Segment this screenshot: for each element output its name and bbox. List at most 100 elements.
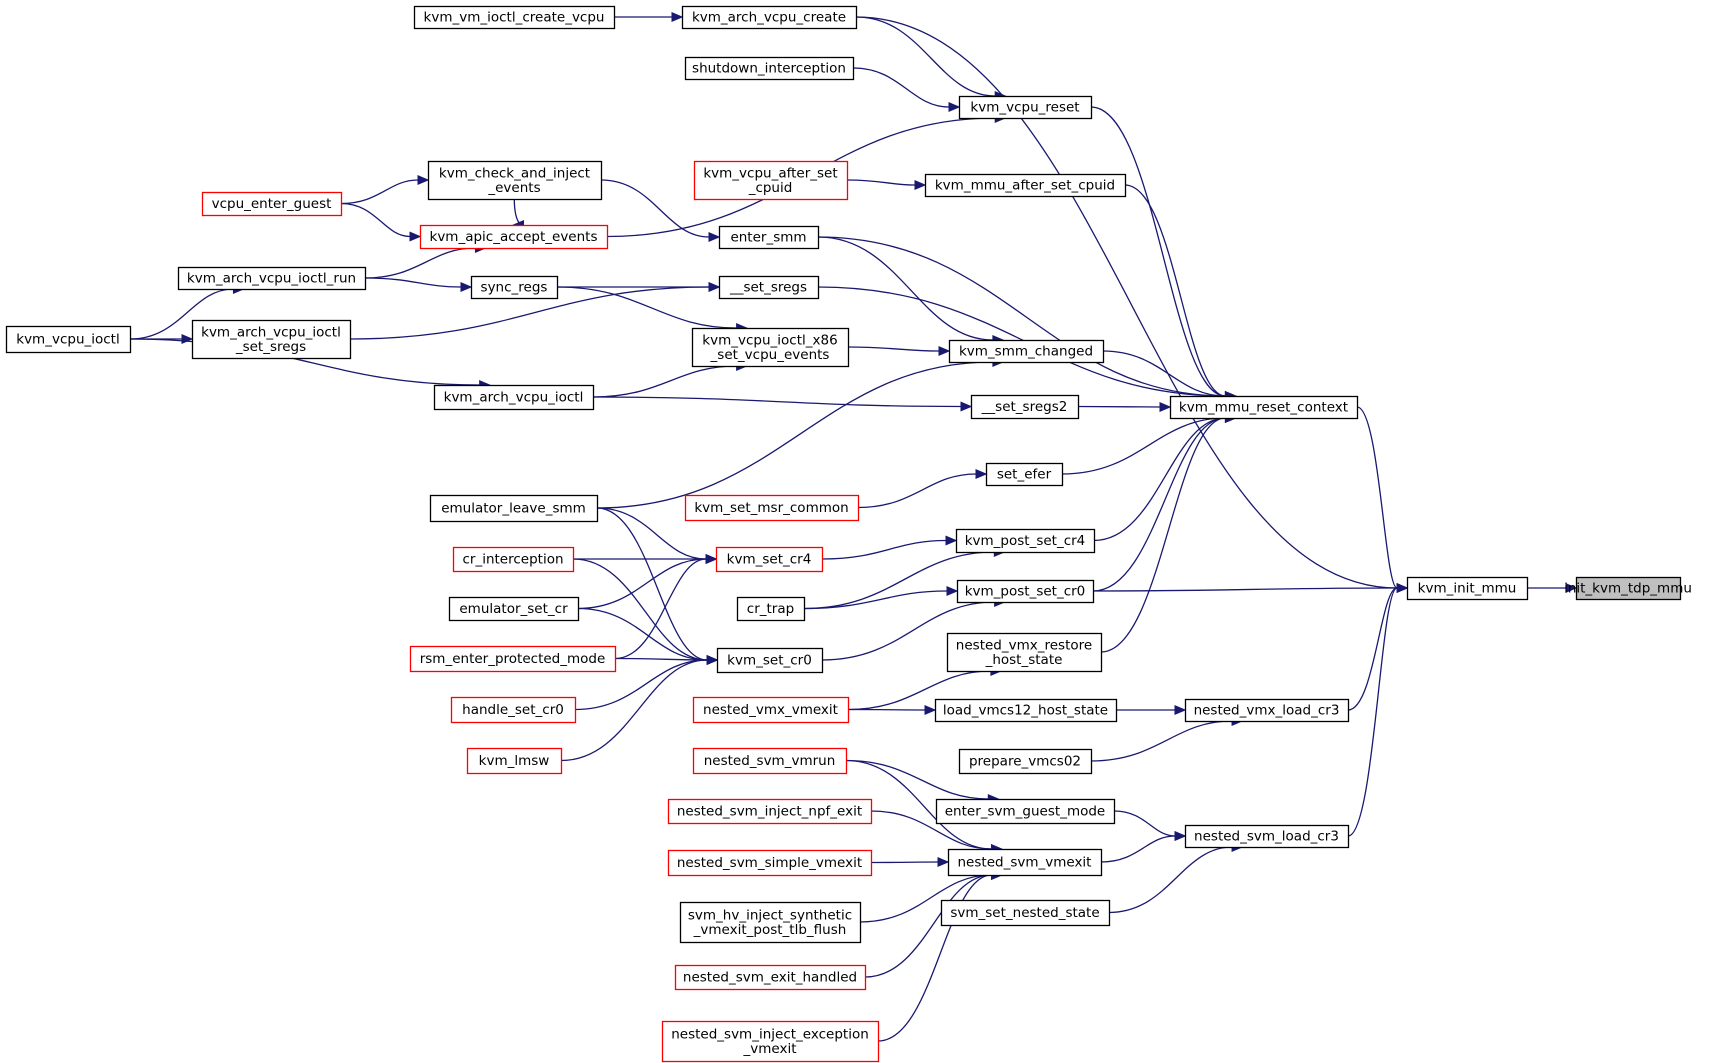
function-node-nested-vmx-restore-host-state[interactable]: nested_vmx_restore_host_state xyxy=(946,632,1103,673)
function-node-load-vmcs12-host-state[interactable]: load_vmcs12_host_state xyxy=(934,698,1118,723)
function-node-kvm-mmu-reset-context[interactable]: kvm_mmu_reset_context xyxy=(1169,395,1359,420)
function-node-kvm-set-cr4[interactable]: kvm_set_cr4 xyxy=(715,546,824,573)
edge-line xyxy=(1100,835,1176,863)
node-box xyxy=(736,596,806,622)
function-node-kvm-init-mmu[interactable]: kvm_init_mmu xyxy=(1406,576,1529,601)
node-box xyxy=(947,848,1103,877)
function-node-kvm-mmu-after-set-cpuid[interactable]: kvm_mmu_after_set_cpuid xyxy=(924,173,1127,198)
function-node-init-kvm-tdp-mmu[interactable]: init_kvm_tdp_mmu xyxy=(1564,576,1692,601)
function-node-shutdown-interception[interactable]: shutdown_interception xyxy=(684,56,855,81)
function-node-svm-set-nested-state[interactable]: svm_set_nested_state xyxy=(940,899,1111,927)
function-node-kvm-arch-vcpu-ioctl[interactable]: kvm_arch_vcpu_ioctl xyxy=(433,384,595,411)
edge-line xyxy=(1347,587,1398,837)
call-edge-n4-n2 xyxy=(1356,406,1409,593)
function-node-nested-svm-simple-vmexit[interactable]: nested_svm_simple_vmexit xyxy=(667,849,873,877)
node-label: nested_svm_vmrun xyxy=(704,753,836,769)
function-node-kvm-smm-changed[interactable]: kvm_smm_changed xyxy=(948,339,1105,364)
function-node-handle-set-cr0[interactable]: handle_set_cr0 xyxy=(450,696,577,724)
function-node-kvm-lmsw[interactable]: kvm_lmsw xyxy=(466,747,563,775)
call-edge-n45-n7 xyxy=(1108,842,1244,914)
function-node-kvm-post-set-cr4[interactable]: kvm_post_set_cr4 xyxy=(955,528,1096,554)
function-node-kvm-arch-vcpu-ioctl-run[interactable]: kvm_arch_vcpu_ioctl_run xyxy=(177,266,367,291)
function-node-kvm-check-and-inject-events[interactable]: kvm_check_and_inject_events xyxy=(427,160,603,201)
call-edge-n5-n4 xyxy=(1092,413,1237,592)
edge-line xyxy=(1061,417,1226,475)
node-label: svm_hv_inject_synthetic xyxy=(688,907,852,923)
function-node-set-sregs2[interactable]: __set_sregs2 xyxy=(970,394,1080,420)
node-box xyxy=(427,160,603,201)
function-node-cr-trap[interactable]: cr_trap xyxy=(736,596,806,622)
function-node-rsm-enter-protected-mode[interactable]: rsm_enter_protected_mode xyxy=(409,645,617,673)
function-node-vcpu-enter-guest[interactable]: vcpu_enter_guest xyxy=(201,191,343,217)
edge-line xyxy=(574,659,708,711)
function-node-kvm-set-msr-common[interactable]: kvm_set_msr_common xyxy=(684,494,860,522)
function-node-kvm-arch-vcpu-ioctl-set-sregs[interactable]: kvm_arch_vcpu_ioctl_set_sregs xyxy=(191,319,352,360)
function-node-enter-smm[interactable]: enter_smm xyxy=(718,225,820,250)
function-node-nested-vmx-vmexit[interactable]: nested_vmx_vmexit xyxy=(692,696,850,724)
node-label: kvm_arch_vcpu_ioctl_run xyxy=(187,271,356,287)
node-box xyxy=(1575,576,1682,601)
function-node-kvm-vcpu-ioctl-x86-set-vcpu-events[interactable]: kvm_vcpu_ioctl_x86_set_vcpu_events xyxy=(691,327,850,368)
node-label: enter_smm xyxy=(730,230,806,246)
function-node-kvm-arch-vcpu-create[interactable]: kvm_arch_vcpu_create xyxy=(681,5,858,30)
function-node-svm-hv-inject-synthetic-vmexit-post-tlb-flush[interactable]: svm_hv_inject_synthetic_vmexit_post_tlb_… xyxy=(679,901,862,944)
function-node-kvm-set-cr0[interactable]: kvm_set_cr0 xyxy=(716,647,824,674)
node-label: kvm_vcpu_ioctl_x86 xyxy=(702,332,837,348)
node-box xyxy=(667,849,873,877)
function-node-nested-svm-vmrun[interactable]: nested_svm_vmrun xyxy=(692,747,848,775)
edge-line xyxy=(845,759,989,800)
arrowhead-icon xyxy=(1174,705,1187,715)
node-box xyxy=(1169,395,1359,420)
node-label: kvm_arch_vcpu_create xyxy=(692,10,846,26)
edge-line xyxy=(1090,106,1226,397)
node-label: kvm_smm_changed xyxy=(959,344,1093,360)
function-node-nested-svm-inject-exception-vmexit[interactable]: nested_svm_inject_exception_vmexit xyxy=(661,1020,880,1063)
function-node-nested-svm-exit-handled[interactable]: nested_svm_exit_handled xyxy=(674,964,867,991)
call-edge-n12-n18 xyxy=(600,179,721,242)
node-label: nested_vmx_restore xyxy=(956,637,1092,653)
function-node-enter-svm-guest-mode[interactable]: enter_svm_guest_mode xyxy=(935,798,1116,825)
function-node-cr-interception[interactable]: cr_interception xyxy=(452,546,575,573)
function-node-kvm-vcpu-reset[interactable]: kvm_vcpu_reset xyxy=(958,95,1093,120)
call-edge-n26-n4 xyxy=(1077,402,1172,412)
node-label: vcpu_enter_guest xyxy=(212,196,332,212)
node-label: kvm_apic_accept_events xyxy=(430,229,598,245)
function-node-prepare-vmcs02[interactable]: prepare_vmcs02 xyxy=(958,748,1093,775)
function-node-nested-svm-inject-npf-exit[interactable]: nested_svm_inject_npf_exit xyxy=(667,798,873,825)
function-node-sync-regs[interactable]: sync_regs xyxy=(470,275,559,300)
function-node-set-sregs[interactable]: __set_sregs xyxy=(718,275,820,300)
function-node-nested-svm-load-cr3[interactable]: nested_svm_load_cr3 xyxy=(1184,824,1350,849)
node-label: sync_regs xyxy=(481,280,548,296)
function-node-set-efer[interactable]: set_efer xyxy=(985,462,1064,487)
edge-line xyxy=(614,558,707,660)
node-label: nested_svm_vmexit xyxy=(958,855,1092,871)
edge-line xyxy=(600,179,710,238)
node-label: kvm_post_set_cr0 xyxy=(965,584,1086,600)
call-edge-n50-n44 xyxy=(877,870,1003,1042)
arrowhead-icon xyxy=(708,232,721,242)
function-node-kvm-apic-accept-events[interactable]: kvm_apic_accept_events xyxy=(419,224,609,250)
function-node-nested-vmx-load-cr3[interactable]: nested_vmx_load_cr3 xyxy=(1184,698,1350,723)
edge-line xyxy=(847,708,926,711)
function-node-kvm-vm-ioctl-create-vcpu[interactable]: kvm_vm_ioctl_create_vcpu xyxy=(413,5,616,30)
function-node-nested-svm-vmexit[interactable]: nested_svm_vmexit xyxy=(947,848,1103,877)
function-node-emulator-leave-smm[interactable]: emulator_leave_smm xyxy=(429,494,599,523)
arrowhead-icon xyxy=(960,401,973,412)
edge-line xyxy=(577,558,707,610)
arrowhead-icon xyxy=(671,12,684,22)
function-node-emulator-set-cr[interactable]: emulator_set_cr xyxy=(448,596,580,622)
function-node-kvm-post-set-cr0[interactable]: kvm_post_set_cr0 xyxy=(956,579,1095,604)
edge-line xyxy=(1100,417,1226,653)
edge-line xyxy=(845,759,992,850)
node-label: kvm_vcpu_after_set xyxy=(703,165,837,181)
node-box xyxy=(448,596,580,622)
call-edge-n37-n35 xyxy=(560,655,719,762)
node-box xyxy=(958,95,1093,120)
function-node-kvm-vcpu-ioctl[interactable]: kvm_vcpu_ioctl xyxy=(5,325,132,354)
call-edge-n38-n4 xyxy=(1100,413,1237,653)
node-box xyxy=(429,494,599,523)
function-node-kvm-vcpu-after-set-cpuid[interactable]: kvm_vcpu_after_set_cpuid xyxy=(693,160,849,201)
edge-line xyxy=(1092,417,1226,592)
node-box xyxy=(419,224,609,250)
